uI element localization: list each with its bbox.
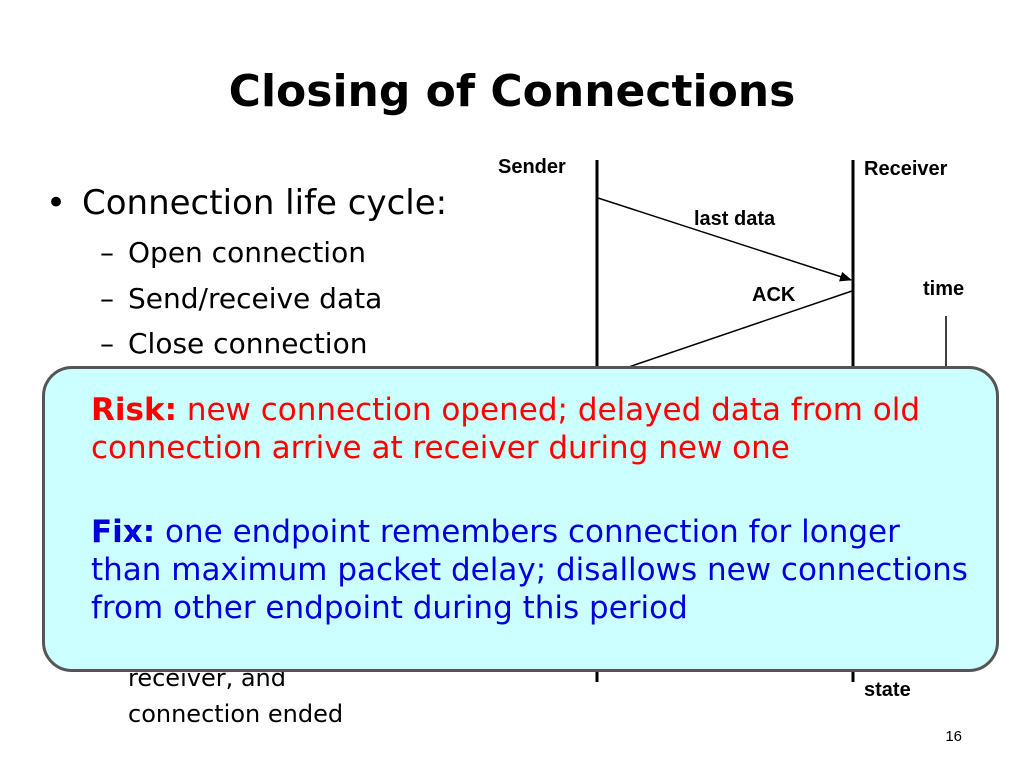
dash-icon: –: [100, 236, 114, 269]
subitem-send-receive: –Send/receive data: [100, 282, 382, 315]
dash-icon: –: [100, 282, 114, 315]
sender-label: Sender: [498, 156, 566, 178]
last-data-arrow: [597, 197, 852, 282]
risk-fix-callout: Risk: new connection opened; delayed dat…: [42, 366, 999, 672]
hidden-text-line-2: connection ended: [128, 700, 344, 728]
fix-text: one endpoint remembers connection for lo…: [91, 514, 968, 626]
page-number: 16: [945, 728, 962, 745]
dash-icon: –: [100, 327, 114, 360]
subitem-label: Open connection: [128, 236, 366, 269]
slide-title: Closing of Connections: [228, 66, 796, 117]
receiver-label: Receiver: [864, 158, 948, 180]
subitem-label: Send/receive data: [128, 282, 383, 315]
state-label: state: [864, 679, 911, 701]
risk-label: Risk:: [91, 392, 177, 428]
risk-text: new connection opened; delayed data from…: [91, 392, 921, 466]
bullet-dot-icon: •: [46, 183, 67, 223]
time-label: time: [923, 278, 965, 300]
subitem-label: Close connection: [128, 327, 368, 360]
subitem-close: –Close connection: [100, 327, 367, 360]
fix-label: Fix:: [91, 514, 156, 550]
bullet-connection-life-cycle: • Connection life cycle:: [46, 183, 447, 223]
ack-label: ACK: [752, 284, 796, 306]
risk-paragraph: Risk: new connection opened; delayed dat…: [91, 391, 971, 467]
subitem-open: –Open connection: [100, 236, 366, 269]
ack-arrow: [613, 290, 853, 373]
bullet-text: Connection life cycle:: [82, 183, 448, 223]
fix-paragraph: Fix: one endpoint remembers connection f…: [91, 513, 971, 627]
last-data-label: last data: [694, 208, 776, 230]
